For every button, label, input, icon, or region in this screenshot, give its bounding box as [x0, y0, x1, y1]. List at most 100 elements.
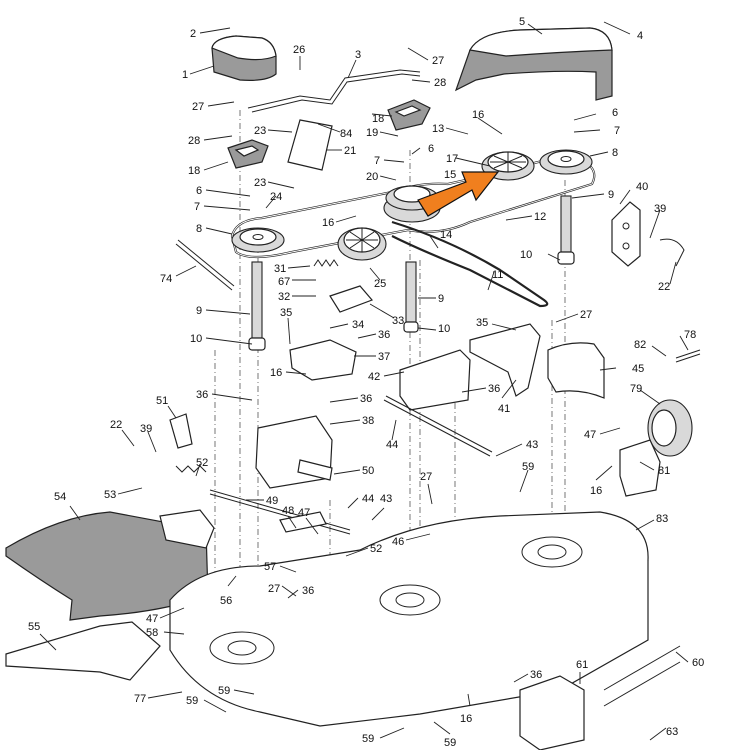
callout-label: 16: [322, 217, 334, 229]
right-bracket-18: [387, 99, 431, 131]
idler-pulley-25: [337, 227, 387, 261]
callout-label: 59: [522, 461, 534, 473]
part-callout-numbers: 2 1 26 3 27 28 5 4 27 28 18 23 84 21 18 …: [28, 16, 704, 749]
highlight-arrow: [417, 171, 500, 217]
callout-label: 22: [658, 281, 670, 293]
rail-42: [399, 349, 471, 411]
callout-label: 45: [632, 363, 644, 375]
callout-label: 19: [366, 127, 378, 139]
callout-label: 59: [444, 737, 456, 749]
callout-label: 36: [530, 669, 542, 681]
callout-label: 79: [630, 383, 642, 395]
callout-label: 16: [590, 485, 602, 497]
callout-label: 10: [190, 333, 202, 345]
bracket-40: [611, 201, 641, 267]
callout-label: 16: [460, 713, 472, 725]
callout-label: 35: [280, 307, 292, 319]
callout-label: 67: [278, 276, 290, 288]
callout-label: 47: [298, 507, 310, 519]
callout-label: 31: [274, 263, 286, 275]
callout-label: 20: [366, 171, 378, 183]
callout-label: 41: [498, 403, 510, 415]
callout-label: 12: [534, 211, 546, 223]
callout-label: 7: [374, 155, 380, 167]
callout-label: 8: [612, 147, 618, 159]
callout-label: 27: [268, 583, 280, 595]
callout-label: 48: [282, 505, 294, 517]
spring-52: [175, 465, 207, 473]
callout-label: 9: [196, 305, 202, 317]
callout-label: 44: [386, 439, 398, 451]
callout-label: 25: [374, 278, 386, 290]
callout-label: 57: [264, 561, 276, 573]
callout-label: 34: [352, 319, 364, 331]
callout-label: 44: [362, 493, 374, 505]
callout-label: 27: [192, 101, 204, 113]
bolt-78: [675, 349, 701, 363]
callout-label: 6: [196, 185, 202, 197]
callout-label: 36: [488, 383, 500, 395]
callout-label: 43: [526, 439, 538, 451]
callout-label: 74: [160, 273, 172, 285]
callout-label: 50: [362, 465, 374, 477]
callout-label: 9: [438, 293, 444, 305]
callout-label: 59: [218, 685, 230, 697]
callout-label: 49: [266, 495, 278, 507]
callout-label: 24: [270, 191, 282, 203]
callout-label: 28: [434, 77, 446, 89]
callout-label: 53: [104, 489, 116, 501]
callout-label: 32: [278, 291, 290, 303]
callout-label: 6: [428, 143, 434, 155]
callout-label: 47: [584, 429, 596, 441]
callout-label: 54: [54, 491, 66, 503]
callout-label: 58: [146, 627, 158, 639]
callout-label: 36: [360, 393, 372, 405]
rod-44: [383, 395, 493, 457]
callout-label: 21: [344, 145, 356, 157]
callout-label: 18: [372, 113, 384, 125]
callout-label: 9: [608, 189, 614, 201]
left-bracket-18: [227, 139, 269, 169]
callout-label: 4: [637, 30, 643, 42]
bracket-51: [169, 413, 193, 449]
callout-label: 55: [28, 621, 40, 633]
callout-label: 38: [362, 415, 374, 427]
spindle-shafts: [248, 195, 575, 351]
callout-label: 81: [658, 465, 670, 477]
callout-label: 42: [368, 371, 380, 383]
callout-label: 37: [378, 351, 390, 363]
callout-label: 16: [472, 109, 484, 121]
callout-label: 36: [196, 389, 208, 401]
callout-label: 59: [186, 695, 198, 707]
callout-label: 13: [432, 123, 444, 135]
wheel-bracket-81: [619, 439, 661, 497]
link-48: [279, 511, 327, 533]
callout-label: 39: [654, 203, 666, 215]
callout-label: 23: [254, 177, 266, 189]
callout-label: 15: [444, 169, 456, 181]
callout-label: 6: [612, 107, 618, 119]
rods-60: [603, 645, 681, 707]
callout-label: 22: [110, 419, 122, 431]
bracket-37: [289, 339, 357, 381]
callout-label: 47: [146, 613, 158, 625]
callout-label: 51: [156, 395, 168, 407]
callout-label: 27: [580, 309, 592, 321]
callout-label: 40: [636, 181, 648, 193]
callout-label: 82: [634, 339, 646, 351]
callout-label: 61: [576, 659, 588, 671]
callout-label: 11: [492, 269, 503, 281]
callout-label: 52: [196, 457, 208, 469]
callout-label: 18: [188, 165, 200, 177]
link-22: [659, 238, 685, 267]
shield-45: [547, 342, 605, 399]
spring-31: [313, 259, 339, 267]
rod-74: [175, 239, 235, 291]
callout-label: 10: [520, 249, 532, 261]
callout-label: 46: [392, 536, 404, 548]
callout-label: 8: [196, 223, 202, 235]
callout-label: 3: [355, 49, 361, 61]
discharge-chute-54: [5, 509, 215, 621]
rod-49: [209, 489, 351, 535]
